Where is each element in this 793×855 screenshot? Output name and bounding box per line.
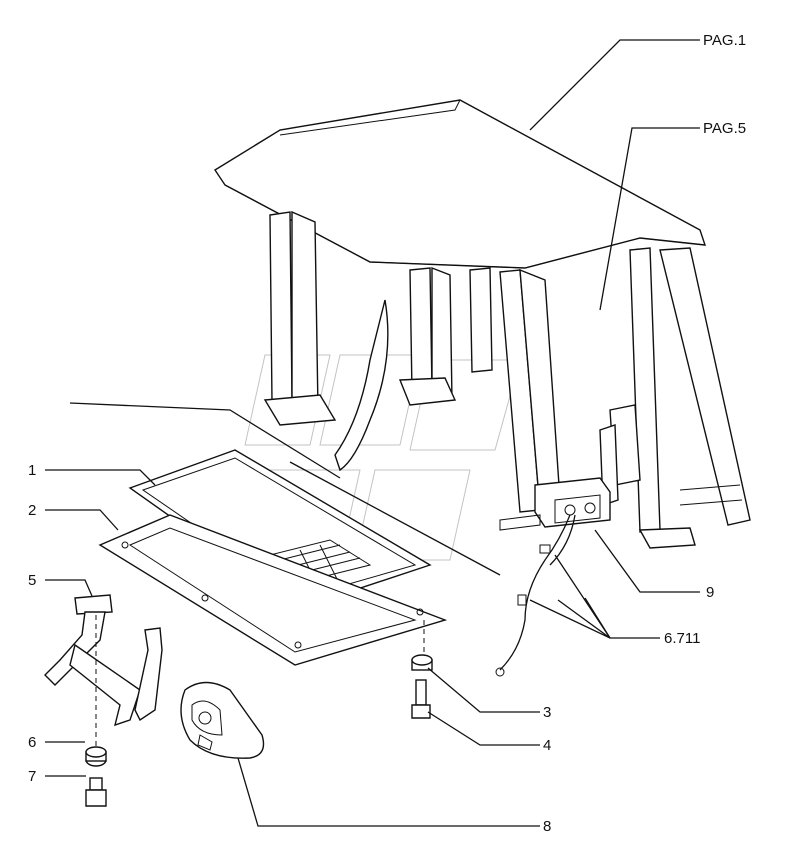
callout-7: 7	[28, 768, 36, 785]
leader-lines	[45, 39, 700, 827]
gasket-frame-part-2	[98, 514, 448, 666]
callout-5: 5	[28, 572, 36, 589]
bolt-part-7	[85, 777, 107, 807]
callout-2: 2	[28, 502, 36, 519]
callout-4: 4	[543, 737, 551, 754]
ref-label-pag5: PAG.5	[703, 120, 746, 137]
callout-3: 3	[543, 704, 551, 721]
switch-box-part-9	[495, 477, 611, 677]
work-lamp-part-8	[180, 681, 265, 759]
screw-part-4	[411, 679, 431, 719]
canopy-frame	[263, 210, 751, 549]
callout-8: 8	[543, 818, 551, 835]
callout-9: 9	[706, 584, 714, 601]
callout-6711: 6.711	[664, 630, 700, 647]
callout-1: 1	[28, 462, 36, 479]
nut-part-3	[411, 654, 433, 671]
callout-6: 6	[28, 734, 36, 751]
handle-bracket-part-5	[44, 594, 163, 727]
ref-label-pag1: PAG.1	[703, 32, 746, 49]
nut-part-6	[85, 746, 107, 767]
